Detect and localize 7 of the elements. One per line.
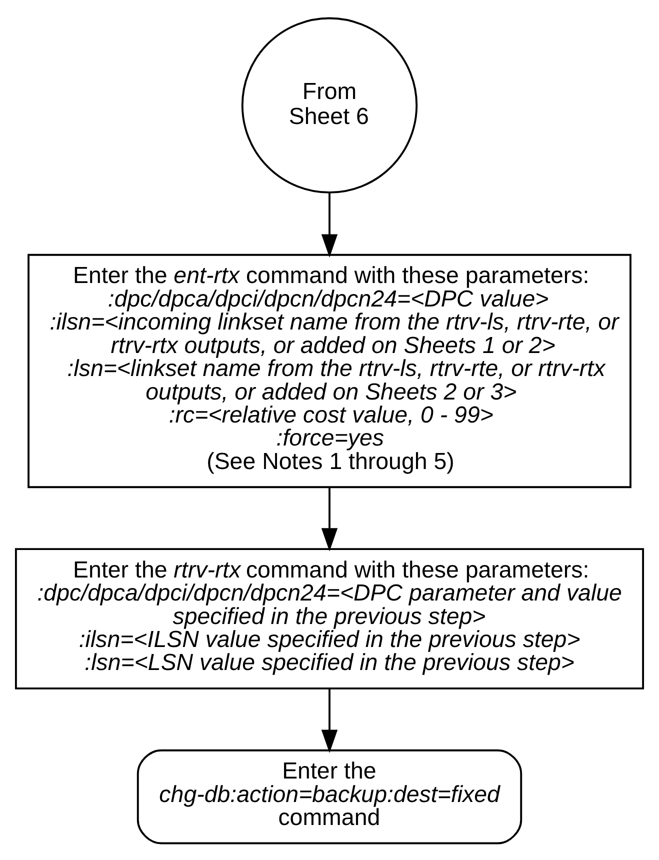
node-circle: From Sheet 6 xyxy=(241,16,418,193)
arrow xyxy=(321,192,338,258)
node-box: Enter the ent-rtx command with these parameters: :dpc/dpca/dpci/dpcn/dpcn24=<DPC value> :ilsn=<incoming linkset name from the rtrv-ls, rtrv-rte, or rtrv-rtx outputs, or added on Sheets 1 or 2> :lsn=<linkset name from the rtrv-ls, rtrv-rte, or rtrv-rtx outputs, or added on Sheets 2 or 3> :rc=<relative cost value, 0 - 99> :force=yes (See Notes 1 through 5) xyxy=(28,253,632,488)
arrow xyxy=(321,688,338,752)
node-box: Enter the chg-db:action=backup:dest=fixed command xyxy=(136,748,522,844)
arrow xyxy=(321,487,338,551)
node-box: Enter the rtrv-rtx command with these parameters: :dpc/dpca/dpci/dpcn/dpcn24=<DPC parameter and value specified in the previous step> :ilsn=<ILSN value specified in the previous step> :lsn=<LSN value specified in the previous step> xyxy=(14,548,644,689)
